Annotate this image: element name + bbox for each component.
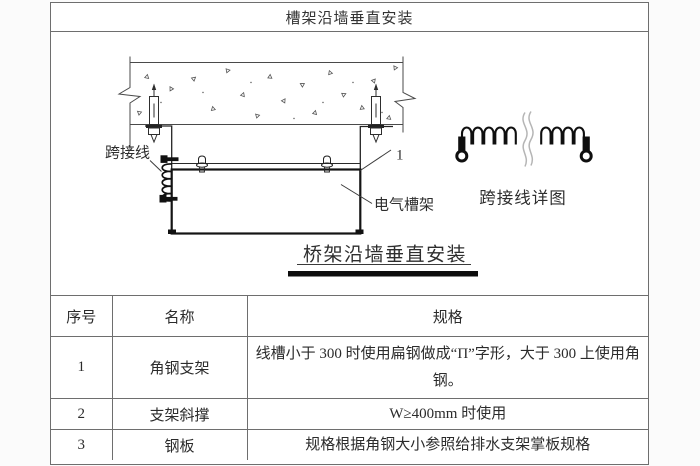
header-spec: 规格 xyxy=(246,295,648,337)
cell-name: 角钢支架 xyxy=(111,336,248,399)
table-row: 2 支架斜撑 W≥400mm 时使用 xyxy=(51,398,648,430)
cell-no: 3 xyxy=(51,429,113,460)
caption-thick-rule xyxy=(288,271,478,277)
spec-table-header-row: 序号 名称 规格 xyxy=(51,295,648,337)
wall-break-left xyxy=(117,56,142,151)
tray-fixing-bolts xyxy=(196,155,333,173)
cell-no: 2 xyxy=(51,398,113,430)
electrical-tray-label: 电气槽架 xyxy=(374,197,434,214)
leader-lines xyxy=(149,149,392,204)
table-row: 3 钢板 规格根据角钢大小参照给排水支架掌板规格 xyxy=(51,429,648,460)
installation-drawing-svg: 跨接线 1 电气槽架 桥架沿墙垂直安装 跨接线详 xyxy=(105,56,593,277)
break-mark xyxy=(522,112,528,167)
callout-1-label: 1 xyxy=(396,148,404,164)
cable-tray xyxy=(168,163,364,235)
installation-diagram: 跨接线 1 电气槽架 桥架沿墙垂直安装 跨接线详 xyxy=(51,32,648,295)
header-no: 序号 xyxy=(51,295,113,337)
drawing-caption: 桥架沿墙垂直安装 xyxy=(303,244,467,266)
jumper-wire-label: 跨接线 xyxy=(105,145,150,162)
concrete-stipple xyxy=(136,65,399,120)
header-name: 名称 xyxy=(111,295,248,337)
jumper-wire-coil xyxy=(159,155,179,203)
anchor-bolt-left xyxy=(146,83,162,144)
angle-steel-bracket xyxy=(145,125,393,170)
spec-table: 序号 名称 规格 1 角钢支架 线槽小于 300 时使用扁钢做成“Π”字形，大于… xyxy=(51,295,648,460)
concrete-slab xyxy=(117,56,417,151)
cell-name: 钢板 xyxy=(111,429,248,460)
cell-spec: 线槽小于 300 时使用扁钢做成“Π”字形，大于 300 上使用角钢。 xyxy=(246,336,648,399)
cell-no: 1 xyxy=(51,336,113,399)
break-mark xyxy=(528,111,534,166)
sheet-title-bar: 槽架沿墙垂直安装 xyxy=(51,3,648,32)
wall-break-right xyxy=(393,56,417,133)
page-title: 槽架沿墙垂直安装 xyxy=(285,10,414,27)
jumper-wire-detail xyxy=(455,111,593,167)
drawing-frame: 槽架沿墙垂直安装 xyxy=(50,2,649,465)
jumper-detail-caption: 跨接线详图 xyxy=(479,189,567,208)
table-row: 1 角钢支架 线槽小于 300 时使用扁钢做成“Π”字形，大于 300 上使用角… xyxy=(51,336,648,399)
cell-name: 支架斜撑 xyxy=(111,398,248,430)
cell-spec: 规格根据角钢大小参照给排水支架掌板规格 xyxy=(246,429,648,460)
caption-thin-rule xyxy=(297,264,471,265)
cell-spec: W≥400mm 时使用 xyxy=(246,398,648,430)
